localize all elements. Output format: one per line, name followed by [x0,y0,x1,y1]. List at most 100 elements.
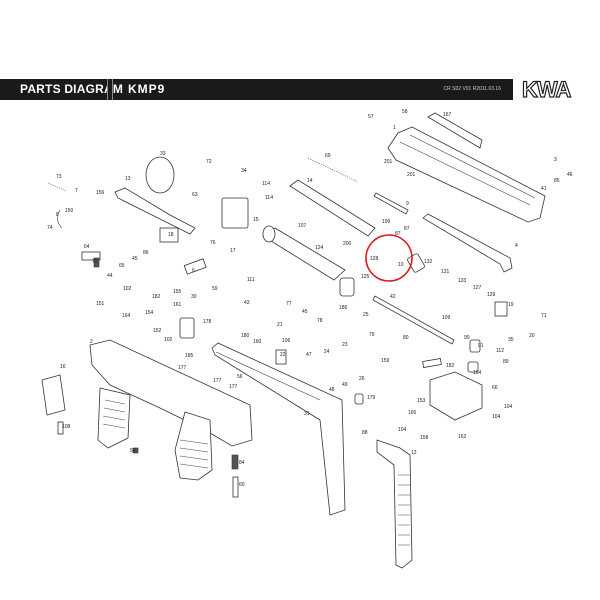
part-number-label: 85 [554,178,560,184]
part-number-label: 184 [473,370,482,376]
part-number-label: 162 [458,434,467,440]
header-divider [107,79,113,100]
part-number-label: 79 [369,332,375,338]
part-number-label: 78 [317,318,323,324]
part-number-label: 25 [363,312,369,318]
part-number-label: 86 [143,250,149,256]
outer-barrel [262,179,376,281]
brand-logo: KWA [520,76,600,102]
part-number-label: 179 [367,395,376,401]
part-number-label: 89 [503,359,509,365]
part-number-label: 12 [411,450,417,456]
part-number-label: 178 [203,319,212,325]
part-number-label: 200 [343,241,352,247]
part-number-label: 75 [92,259,98,265]
part-number-label: 150 [65,208,74,214]
upper-slide [387,112,546,223]
part-number-label: 17 [230,248,236,254]
magazine [376,439,413,569]
part-number-label: 15 [253,217,259,223]
part-number-label: 31 [304,411,310,417]
part-number-label: 158 [420,435,429,441]
part-number-label: 3 [554,157,557,163]
part-number-label: 133 [458,278,467,284]
part-number-label: 106 [282,338,291,344]
part-number-label: 35 [508,337,514,343]
part-number-label: 66 [492,385,498,391]
part-number-label: 102 [123,286,132,292]
part-number-label: 165 [408,410,417,416]
part-number-label: 199 [382,219,391,225]
part-number-label: 13 [125,176,131,182]
part-number-label: 23 [342,342,348,348]
part-number-label: 104 [398,427,407,433]
part-number-label: 56 [237,374,243,380]
part-number-label: 69 [325,153,331,159]
part-number-label: 16 [60,364,66,370]
part-number-label: 160 [253,339,262,345]
header-title: PARTS DIAGRAM [20,82,124,96]
part-number-label: 47 [306,352,312,358]
folding-stock [211,342,346,516]
part-number-label: 177 [213,378,222,384]
part-number-label: 182 [446,363,455,369]
part-number-label: 1 [393,125,396,131]
part-number-label: 76 [210,240,216,246]
highlight-circle [365,234,413,282]
part-number-label: 111 [247,277,255,283]
part-number-label: 164 [122,313,131,319]
part-number-label: 58 [402,109,408,115]
trigger-bar [114,187,196,235]
pistol-grip [174,411,213,481]
part-number-label: 201 [384,159,393,165]
part-number-label: 87 [395,231,401,237]
part-number-label: 45 [302,309,308,315]
part-number-label: 124 [315,245,324,251]
part-number-label: 114 [262,181,270,187]
part-number-label: 201 [407,172,416,178]
part-number-label: 182 [152,294,161,300]
part-number-label: 104 [504,404,513,410]
part-number-label: 42 [390,294,396,300]
part-number-label: 77 [286,301,292,307]
part-number-label: 30 [191,294,197,300]
part-number-label: 4 [515,243,518,249]
part-number-label: 10 [398,262,404,268]
part-number-label: 6 [192,268,195,274]
part-number-label: 7 [75,188,78,194]
part-number-label: 154 [145,310,154,316]
part-number-label: 74 [47,225,53,231]
part-number-label: 21 [277,322,283,328]
part-number-label: 43 [244,300,250,306]
part-number-label: 155 [173,289,182,295]
document-code: CR S02 V01 R2011.03.16 [443,86,501,92]
front-block [221,197,249,229]
part-number-label: 71 [541,313,547,319]
part-number-label: 44 [107,273,113,279]
part-number-label: 9 [406,201,409,207]
part-number-label: 64 [84,244,90,250]
part-number-label: 63 [192,192,198,198]
part-number-label: 80 [403,335,409,341]
part-number-label: 46 [567,172,573,178]
part-number-label: 22 [280,352,286,358]
part-number-label: 152 [153,328,162,334]
part-number-label: 186 [339,305,348,311]
part-number-label: 19 [508,302,514,308]
part-number-label: 90 [464,335,470,341]
part-number-label: 72 [206,159,212,165]
part-number-label: 114 [265,195,273,201]
part-number-label: 127 [473,285,482,291]
model-name: KMP9 [128,82,166,96]
part-number-label: 2 [90,339,93,345]
part-number-label: 60 [239,482,245,488]
part-number-label: 108 [62,424,71,430]
recoil-spring [307,157,359,183]
part-number-label: 49 [342,382,348,388]
guide-rod [373,192,409,215]
part-number-label: 107 [298,223,307,229]
part-number-label: 177 [229,384,238,390]
part-number-label: 159 [381,358,390,364]
part-number-label: 48 [329,387,335,393]
